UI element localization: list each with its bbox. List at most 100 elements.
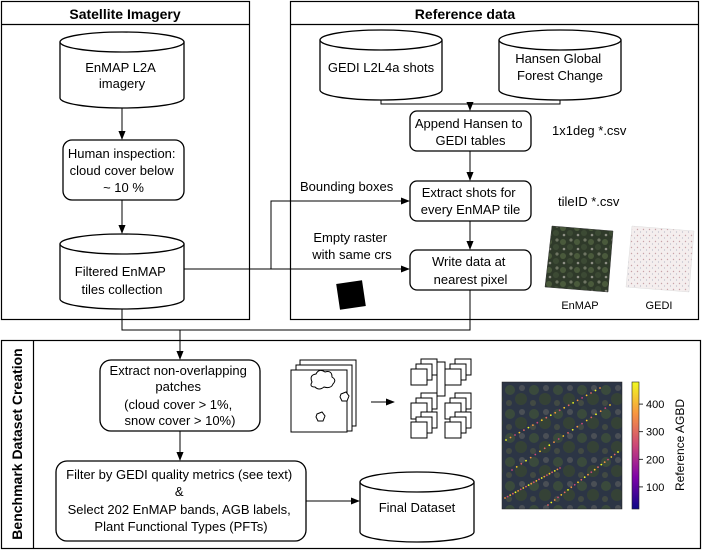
agbd-dot bbox=[599, 387, 601, 389]
enmap-tile-thumbnail bbox=[544, 225, 614, 293]
agbd-dot bbox=[545, 416, 548, 419]
agbd-dot bbox=[525, 459, 527, 462]
agbd-dot bbox=[548, 444, 551, 447]
agbd-dot bbox=[581, 422, 583, 425]
agbd-dot bbox=[613, 453, 616, 456]
agbd-dot bbox=[583, 476, 586, 479]
gedi-caption: GEDI bbox=[646, 300, 673, 312]
append-hansen-label: Append Hansen to GEDI tables bbox=[415, 116, 526, 148]
colorbar-tick-label: 400 bbox=[646, 399, 664, 411]
enmap-l2a-label: EnMAP L2A imagery bbox=[85, 60, 159, 91]
agbd-dot bbox=[546, 474, 548, 476]
arrow-gedi-to-append bbox=[380, 100, 474, 111]
agbd-dot bbox=[506, 495, 509, 498]
agbd-dot bbox=[560, 494, 563, 496]
agbd-dot bbox=[518, 431, 521, 434]
agbd-dot bbox=[543, 475, 546, 478]
agbd-dot bbox=[527, 484, 530, 486]
agbd-dot bbox=[509, 494, 512, 496]
reference-data-panel: Reference data bbox=[289, 0, 700, 321]
agbd-dot bbox=[600, 463, 603, 466]
agbd-dot bbox=[551, 471, 553, 474]
append-hansen-box: Append Hansen to GEDI tables bbox=[409, 110, 532, 152]
agbd-dot bbox=[573, 483, 576, 486]
hansen-label: Hansen Global Forest Change bbox=[515, 51, 605, 83]
agbd-dot bbox=[587, 473, 589, 476]
agbd-dot bbox=[514, 491, 517, 494]
write-data-box: Write data at nearest pixel bbox=[409, 249, 532, 291]
agbd-dot bbox=[609, 404, 611, 406]
enmap-l2a-cylinder: EnMAP L2A imagery bbox=[59, 31, 185, 109]
agbd-dot bbox=[593, 468, 596, 471]
agbd-dot bbox=[567, 432, 569, 434]
cloud-shape bbox=[310, 369, 336, 390]
agbd-dot bbox=[554, 411, 557, 414]
filtered-tiles-cylinder: Filtered EnMAP tiles collection bbox=[59, 233, 185, 310]
line-collect-outputs bbox=[121, 290, 471, 331]
empty-raster-label: Empty raster with same crs bbox=[311, 230, 392, 262]
agbd-dot bbox=[590, 416, 593, 419]
agbd-dot bbox=[519, 488, 522, 491]
agbd-dot bbox=[517, 490, 519, 492]
agbd-dot bbox=[539, 450, 541, 453]
agbd-dot bbox=[515, 466, 518, 468]
final-dataset-label: Final Dataset bbox=[379, 500, 456, 515]
agbd-dot bbox=[547, 504, 549, 506]
agbd-dot bbox=[557, 496, 559, 499]
agbd-dot bbox=[532, 481, 535, 484]
agbd-dot bbox=[580, 478, 583, 481]
agbd-dot bbox=[553, 470, 556, 472]
csv-1x1-label: 1x1deg *.csv bbox=[552, 123, 627, 138]
agbd-dot bbox=[562, 435, 565, 437]
agbd-dot bbox=[522, 487, 525, 489]
agbd-dot bbox=[535, 480, 538, 482]
agbd-dot bbox=[520, 462, 523, 465]
agbd-dot bbox=[512, 492, 514, 495]
satellite-imagery-panel: Satellite Imagery bbox=[0, 0, 251, 321]
agbd-dot bbox=[527, 426, 530, 429]
agbd-dot bbox=[536, 421, 539, 424]
agbd-dot bbox=[563, 406, 566, 409]
extract-patches-label: Extract non-overlapping patches (cloud c… bbox=[110, 363, 251, 428]
csv-tile-label: tileID *.csv bbox=[558, 194, 620, 209]
agbd-dot bbox=[525, 485, 527, 488]
extract-patches-box: Extract non-overlapping patches (cloud c… bbox=[99, 359, 261, 432]
agbd-dot bbox=[572, 402, 574, 404]
agbd-dot bbox=[607, 458, 609, 461]
patch-grid-icon bbox=[410, 358, 472, 439]
agbd-dot bbox=[581, 397, 583, 399]
agbd-dot bbox=[577, 481, 579, 484]
final-dataset-cylinder: Final Dataset bbox=[359, 471, 475, 543]
colorbar-tick-label: 100 bbox=[646, 482, 664, 494]
benchmark-panel: Benchmark Dataset Creation bbox=[0, 339, 702, 550]
agbd-dot bbox=[543, 447, 546, 450]
agbd-dot bbox=[548, 472, 551, 475]
colorbar-tick-label: 200 bbox=[646, 454, 664, 466]
gedi-tile-thumbnail bbox=[625, 225, 695, 293]
cloud-tile-stack-icon bbox=[290, 359, 357, 433]
colorbar-label: Reference AGBD bbox=[673, 399, 687, 491]
agbd-dot bbox=[529, 456, 532, 459]
agbd-dot bbox=[514, 434, 516, 436]
agbd-dot bbox=[617, 451, 619, 453]
small-cloud-shape bbox=[339, 391, 350, 402]
agbd-dot bbox=[530, 482, 533, 485]
extract-shots-label: Extract shots for every EnMAP tile bbox=[421, 185, 520, 217]
reference-data-title: Reference data bbox=[415, 6, 516, 22]
agbd-dot bbox=[599, 410, 602, 413]
filter-select-box: Filter by GEDI quality metrics (see text… bbox=[55, 460, 307, 542]
write-data-label: Write data at nearest pixel bbox=[432, 254, 509, 287]
agbd-dot bbox=[505, 439, 507, 441]
agbd-dot bbox=[594, 389, 597, 392]
human-inspection-box: Human inspection: cloud cover below ~ 10… bbox=[62, 139, 185, 201]
agbd-dot bbox=[553, 499, 556, 501]
agbd-dot bbox=[549, 414, 552, 417]
agbd-dot bbox=[532, 424, 534, 426]
agbd-dot bbox=[523, 429, 525, 431]
empty-raster-icon bbox=[336, 280, 366, 310]
agbd-dot bbox=[603, 461, 606, 463]
agbd-dot bbox=[604, 407, 607, 409]
agbd-dot bbox=[558, 409, 561, 412]
agbd-dot bbox=[511, 469, 513, 471]
